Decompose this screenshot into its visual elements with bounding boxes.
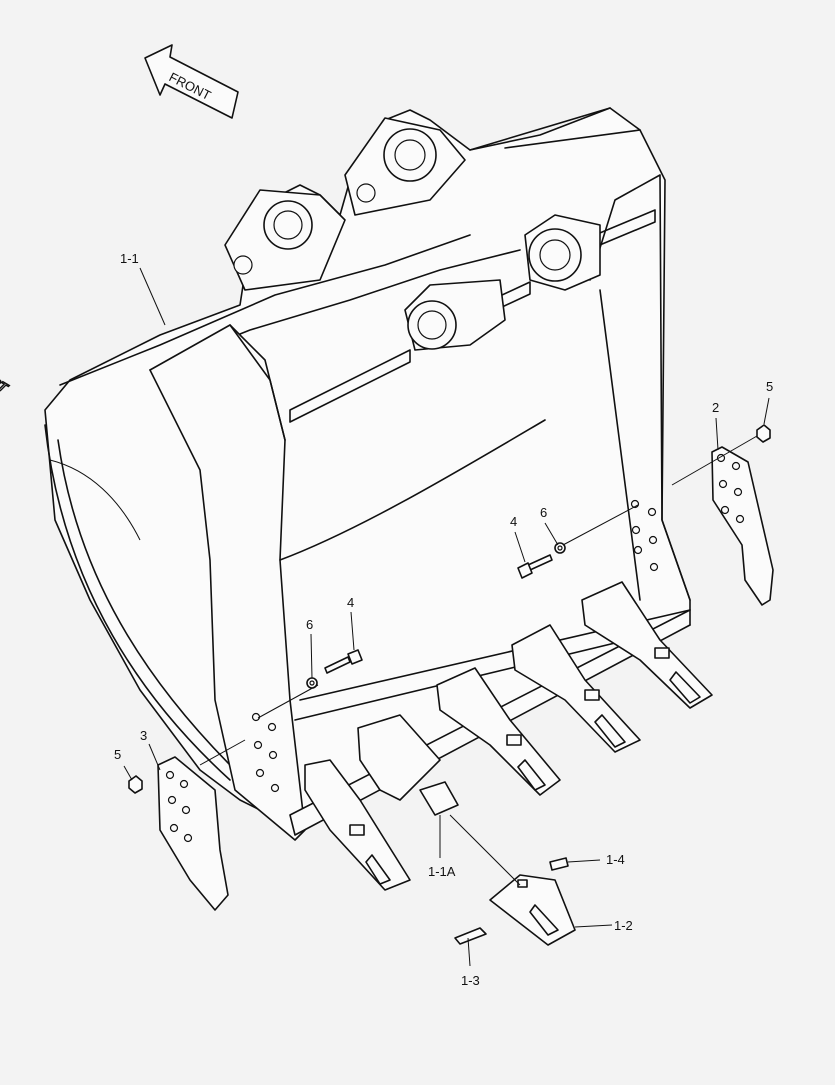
bolt-left: [324, 649, 363, 674]
side-cutter-right: [711, 446, 774, 606]
bucket-teeth: [304, 581, 713, 891]
callout-3: 3: [140, 728, 147, 743]
tooth: [511, 624, 641, 753]
bolt-right: [517, 554, 553, 579]
callout-1-4: 1-4: [606, 852, 625, 867]
leader-lines: [123, 267, 770, 967]
callout-1-1: 1-1: [120, 251, 139, 266]
exploded-tooth-parts: [454, 857, 576, 946]
tooth: [304, 759, 411, 891]
callout-6-left: 6: [306, 617, 313, 632]
mounting-bosses: [224, 117, 601, 351]
side-cutter-left: [157, 756, 229, 911]
tooth: [581, 581, 713, 709]
bucket-logo: DART: [0, 365, 12, 394]
tooth: [436, 667, 561, 796]
nut-left: [128, 775, 143, 794]
callout-6-right: 6: [540, 505, 547, 520]
callouts: 1-1 1-1A 1-2 1-3 1-4 2 3 4 4 5 5 6 6: [114, 251, 773, 988]
bucket-body: DART: [0, 107, 691, 841]
callout-2: 2: [712, 400, 719, 415]
callout-1-1A: 1-1A: [428, 864, 456, 879]
callout-1-2: 1-2: [614, 918, 633, 933]
fasteners: [128, 424, 771, 794]
adapter-1-1A: [419, 781, 459, 816]
callout-5-right: 5: [766, 379, 773, 394]
callout-4-left: 4: [347, 595, 354, 610]
callout-5-left: 5: [114, 747, 121, 762]
tooth: [357, 714, 441, 801]
callout-4-right: 4: [510, 514, 517, 529]
front-arrow: FRONT: [144, 44, 239, 119]
callout-1-3: 1-3: [461, 973, 480, 988]
nut-right: [756, 424, 771, 443]
